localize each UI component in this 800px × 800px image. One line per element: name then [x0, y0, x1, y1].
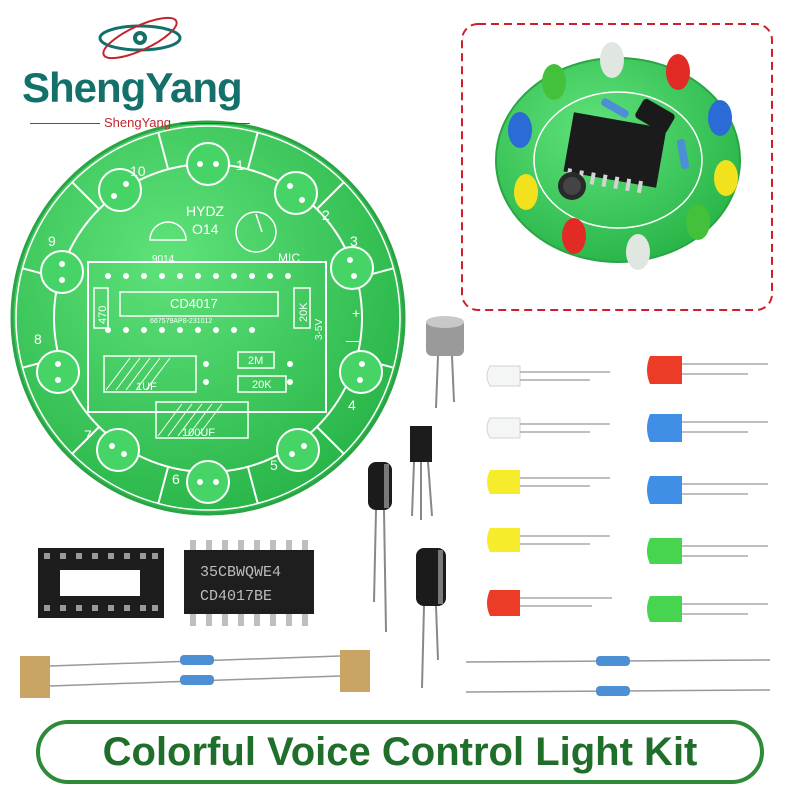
led-green-2 — [647, 596, 768, 622]
microphone-component — [426, 316, 464, 409]
brand-logo-icon — [98, 16, 182, 60]
pcb-title-line1: HYDZ — [186, 203, 225, 219]
capacitor-large — [416, 548, 446, 689]
led-yellow-2 — [487, 528, 610, 552]
pcb-voltage: 3-5V — [314, 319, 325, 340]
pcb-board — [10, 120, 406, 516]
title-banner: Colorful Voice Control Light Kit — [36, 720, 764, 784]
brand-subname: ShengYang — [104, 115, 171, 130]
pcb-ring-number: — — [346, 332, 360, 348]
pcb-ring-number: 1 — [236, 157, 244, 173]
transistor-component — [410, 426, 433, 520]
led-red-2 — [647, 356, 768, 384]
pcb-ring-number: 7 — [84, 427, 92, 443]
led-yellow-1 — [487, 470, 610, 494]
pcb-ring-number: 4 — [348, 397, 356, 413]
pcb-cap-100uf: 100UF — [182, 427, 215, 439]
ic-chip-component — [184, 540, 314, 626]
pcb-ring-number: 2 — [322, 207, 330, 223]
brand-name: ShengYang — [22, 64, 243, 111]
capacitor-small — [368, 462, 392, 633]
brand-divider-left — [30, 123, 100, 124]
pcb-transistor-label: 9014 — [152, 254, 175, 265]
title-banner-text: Colorful Voice Control Light Kit — [102, 729, 698, 774]
assembled-kit-photo — [495, 42, 741, 270]
chip-marking-line1: 35CBWQWE4 — [200, 564, 281, 581]
pcb-cap-1uf: 1UF — [136, 381, 157, 393]
led-white-2 — [486, 417, 610, 439]
pcb-ic-label: CD4017 — [170, 296, 218, 311]
led-green-1 — [647, 538, 768, 564]
pcb-ring-number: 3 — [350, 233, 358, 249]
pcb-mic-label: MIC — [278, 251, 300, 265]
pcb-ring-number: 10 — [130, 163, 146, 179]
pcb-ic-code: 667579AP8-231012 — [150, 318, 212, 325]
resistors-taped — [20, 650, 370, 698]
led-blue-1 — [647, 414, 768, 442]
pcb-resistor-2m: 2M — [248, 355, 263, 367]
ic-socket-component — [38, 548, 164, 618]
pcb-resistor-20k-vertical: 20K — [298, 302, 310, 322]
led-red-1 — [487, 590, 612, 616]
pcb-title-line2: O14 — [192, 221, 219, 237]
pcb-ring-number: 6 — [172, 471, 180, 487]
resistors-loose — [465, 656, 771, 696]
led-blue-2 — [647, 476, 768, 504]
pcb-resistor-470: 470 — [97, 306, 109, 324]
pcb-ring-number: 8 — [34, 331, 42, 347]
pcb-resistor-20k: 20K — [252, 379, 272, 391]
brand-divider-right — [180, 123, 250, 124]
pcb-ring-number: 9 — [48, 233, 56, 249]
led-white-1 — [486, 365, 610, 387]
chip-marking-line2: CD4017BE — [200, 588, 272, 605]
pcb-ring-number: + — [352, 305, 360, 321]
pcb-ring-number: 5 — [270, 457, 278, 473]
